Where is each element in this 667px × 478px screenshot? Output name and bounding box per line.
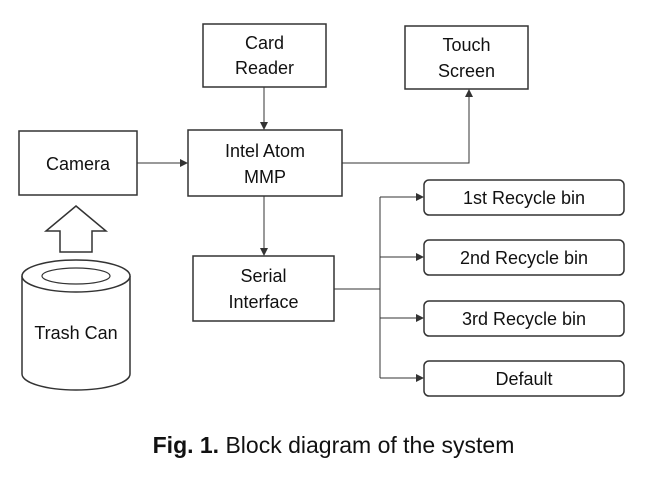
recycle-bin-2-label: 2nd Recycle bin: [460, 248, 588, 268]
intel-atom-block: Intel Atom MMP: [187, 129, 343, 197]
card-reader-block: Card Reader: [202, 23, 327, 88]
serial-interface-label-line1: Serial: [240, 266, 286, 286]
touch-screen-block: Touch Screen: [404, 25, 529, 90]
default-bin-block: Default: [423, 360, 625, 397]
figure-caption-label: Fig. 1.: [152, 432, 220, 458]
up-block-arrow: [43, 205, 109, 253]
figure-caption-text: Block diagram of the system: [219, 432, 515, 458]
default-bin-label: Default: [495, 369, 552, 389]
figure-caption: Fig. 1. Block diagram of the system: [0, 432, 667, 459]
recycle-bin-1-block: 1st Recycle bin: [423, 179, 625, 216]
touch-screen-label-line1: Touch: [442, 35, 490, 55]
connectors: [137, 87, 473, 382]
recycle-bin-3-label: 3rd Recycle bin: [462, 309, 586, 329]
serial-interface-block: Serial Interface: [192, 255, 335, 322]
intel-atom-label-line2: MMP: [244, 167, 286, 187]
camera-block: Camera: [18, 130, 138, 196]
recycle-bin-1-label: 1st Recycle bin: [463, 188, 585, 208]
trash-can-cylinder: Trash Can: [21, 259, 131, 391]
touch-screen-label-line2: Screen: [438, 61, 495, 81]
intel-atom-label-line1: Intel Atom: [225, 141, 305, 161]
trash-can-label: Trash Can: [34, 323, 117, 343]
camera-label: Camera: [46, 154, 111, 174]
card-reader-label-line2: Reader: [235, 58, 294, 78]
intel-to-touch-screen-arrow: [342, 89, 473, 164]
recycle-bin-3-block: 3rd Recycle bin: [423, 300, 625, 337]
recycle-bin-2-block: 2nd Recycle bin: [423, 239, 625, 276]
card-reader-label-line1: Card: [245, 33, 284, 53]
serial-interface-label-line2: Interface: [228, 292, 298, 312]
